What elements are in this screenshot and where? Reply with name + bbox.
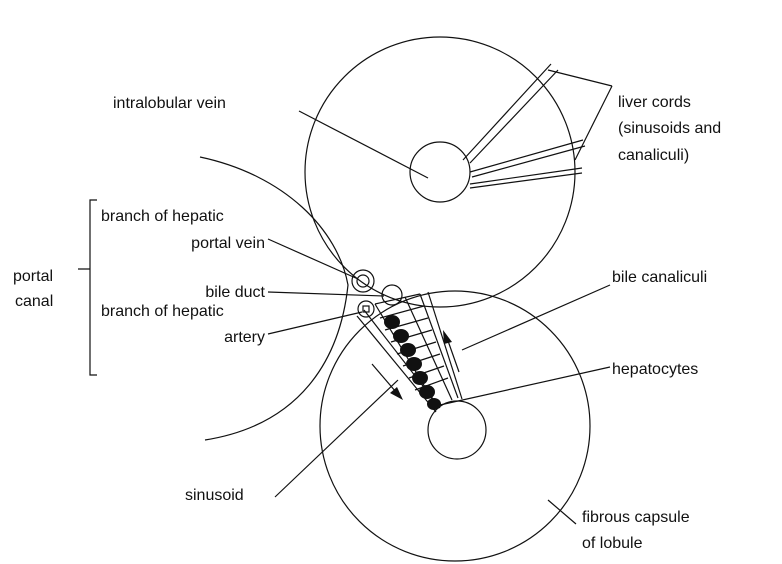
portal-vein-lumen [357,275,369,287]
portal-vein-branch [352,270,374,292]
hepatic-artery-branch [358,301,374,317]
label-portal-canal-1: portal [13,268,53,285]
label-liver-cords-3: canaliculi) [618,147,689,164]
label-branch-portal-2: portal vein [191,235,265,252]
upper-lobule [305,37,575,307]
label-branch-artery-2: artery [224,329,265,346]
label-branch-portal-1: branch of hepatic [101,208,224,225]
hepatic-artery-lumen [363,306,369,312]
portal-canal-bracket [78,200,97,375]
label-bile-canaliculi: bile canaliculi [612,269,707,286]
leader-lines [268,70,612,524]
label-bile-duct: bile duct [205,284,265,301]
intralobular-vein [410,142,470,202]
label-hepatocytes: hepatocytes [612,361,698,378]
lower-central-vein [428,401,486,459]
blood-flow-arrow [372,364,403,400]
label-fibrous-capsule-2: of lobule [582,535,643,552]
label-liver-cords-1: liver cords [618,94,691,111]
label-liver-cords-2: (sinusoids and [618,120,721,137]
label-portal-canal-2: canal [15,293,53,310]
lower-lobule [320,291,590,561]
label-branch-artery-1: branch of hepatic [101,303,224,320]
label-fibrous-capsule-1: fibrous capsule [582,509,690,526]
label-intralobular-vein: intralobular vein [113,95,226,112]
label-sinusoid: sinusoid [185,487,244,504]
